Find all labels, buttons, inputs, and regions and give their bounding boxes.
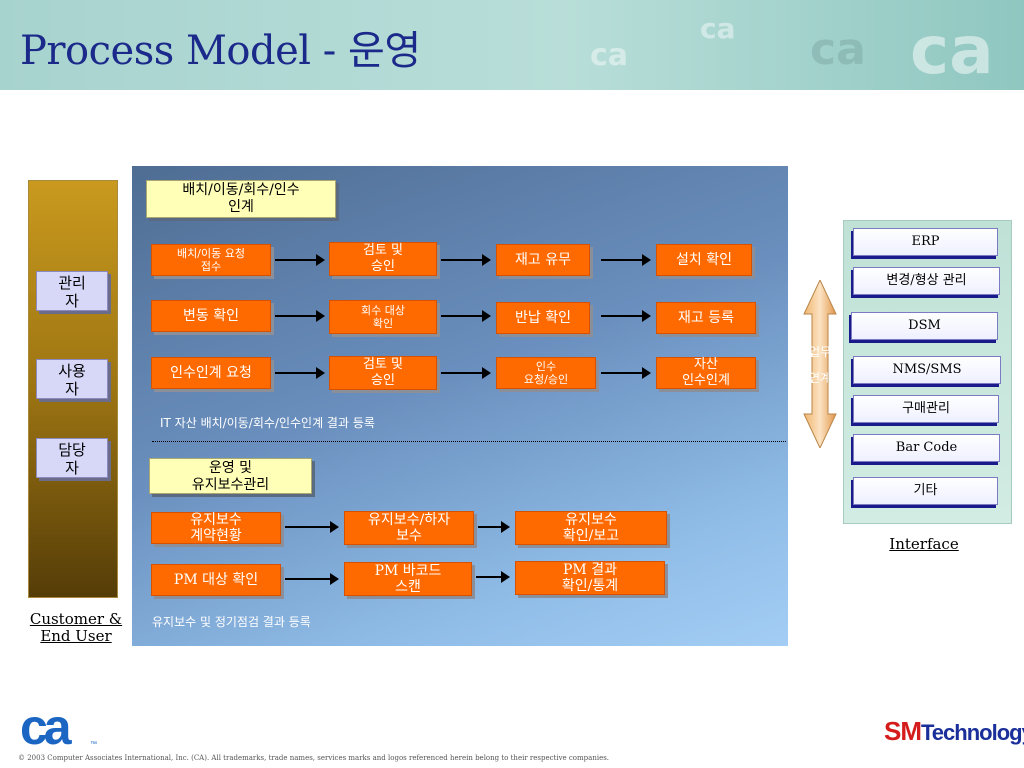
- sm-logo-technology: Technology: [921, 720, 1024, 745]
- step-review-approve-2: 검토 및 승인: [329, 356, 437, 390]
- interface-change-config: 변경/형상 관리: [853, 267, 1000, 295]
- step-change-confirm: 변동 확인: [151, 300, 271, 332]
- link-double-arrow: [803, 280, 837, 448]
- header-banner: ca ca ca ca Process Model - 운영: [0, 0, 1024, 90]
- arrow-r2-3: [601, 310, 651, 322]
- section2-note: 유지보수 및 정기점검 결과 등록: [152, 615, 311, 629]
- arrow-r1-3: [601, 254, 651, 266]
- step-pm-barcode-scan: PM 바코드 스캔: [344, 562, 472, 596]
- ca-logo: ca ™: [20, 702, 97, 752]
- step-stock-register: 재고 등록: [656, 302, 756, 334]
- arrow-r3-2: [441, 367, 491, 379]
- header-watermark-3: ca: [810, 24, 866, 75]
- arrow-m1-1: [285, 521, 339, 533]
- smtechnology-logo: SMTechnology: [884, 716, 1024, 747]
- link-label-top: 업무: [808, 345, 832, 359]
- step-asset-handover: 자산 인수인계: [656, 357, 756, 389]
- step-review-approve-1: 검토 및 승인: [329, 242, 437, 276]
- sm-logo-sm: SM: [884, 716, 922, 746]
- step-maintenance-report: 유지보수 확인/보고: [515, 511, 667, 545]
- arrow-r3-3: [601, 367, 651, 379]
- interface-dsm: DSM: [851, 312, 998, 340]
- link-label-bottom: 연계: [808, 371, 832, 385]
- ca-logo-text: ca: [20, 702, 73, 752]
- arrow-r1-2: [441, 254, 491, 266]
- section-label-deployment: 배치/이동/회수/인수 인계: [146, 180, 336, 218]
- step-handover-request: 인수인계 요청: [151, 357, 271, 389]
- step-install-confirm: 설치 확인: [656, 244, 752, 276]
- step-handover-approve: 인수 요청/승인: [496, 357, 596, 389]
- interface-purchase: 구매관리: [853, 395, 999, 423]
- step-return-confirm: 반납 확인: [496, 302, 590, 334]
- role-admin: 관리 자: [36, 271, 108, 311]
- step-recovery-target: 회수 대상 확인: [329, 300, 437, 334]
- step-deploy-request: 배치/이동 요청 접수: [151, 244, 271, 276]
- arrow-r1-1: [275, 254, 325, 266]
- step-contract-status: 유지보수 계약현황: [151, 512, 281, 544]
- arrow-r2-1: [275, 310, 325, 322]
- page-title: Process Model - 운영: [20, 28, 421, 74]
- arrow-r2-2: [441, 310, 491, 322]
- section1-note: IT 자산 배치/이동/회수/인수인계 결과 등록: [160, 416, 375, 430]
- step-maintenance-repair: 유지보수/하자 보수: [344, 511, 474, 545]
- role-manager: 담당 자: [36, 438, 108, 478]
- arrow-m1-2: [478, 521, 510, 533]
- header-watermark-4: ca: [910, 12, 994, 89]
- header-watermark-2: ca: [700, 12, 736, 45]
- interface-nms-sms: NMS/SMS: [853, 356, 1001, 384]
- step-pm-result: PM 결과 확인/통계: [515, 561, 665, 595]
- interface-caption: Interface: [889, 535, 959, 553]
- interface-erp: ERP: [853, 228, 998, 256]
- arrow-r3-1: [275, 367, 325, 379]
- user-panel-caption: Customer & End User: [29, 610, 123, 645]
- interface-etc: 기타: [853, 477, 998, 505]
- header-watermark-1: ca: [590, 38, 629, 73]
- arrow-m2-1: [285, 573, 339, 585]
- section-label-maintenance: 운영 및 유지보수관리: [149, 458, 312, 494]
- arrow-m2-2: [476, 571, 510, 583]
- role-user: 사용 자: [36, 359, 108, 399]
- section-divider: [152, 441, 786, 442]
- step-stock-check: 재고 유무: [496, 244, 590, 276]
- ca-logo-trademark: ™: [90, 741, 97, 748]
- copyright-text: © 2003 Computer Associates International…: [18, 754, 610, 762]
- step-pm-target: PM 대상 확인: [151, 564, 281, 596]
- interface-barcode: Bar Code: [853, 434, 1000, 462]
